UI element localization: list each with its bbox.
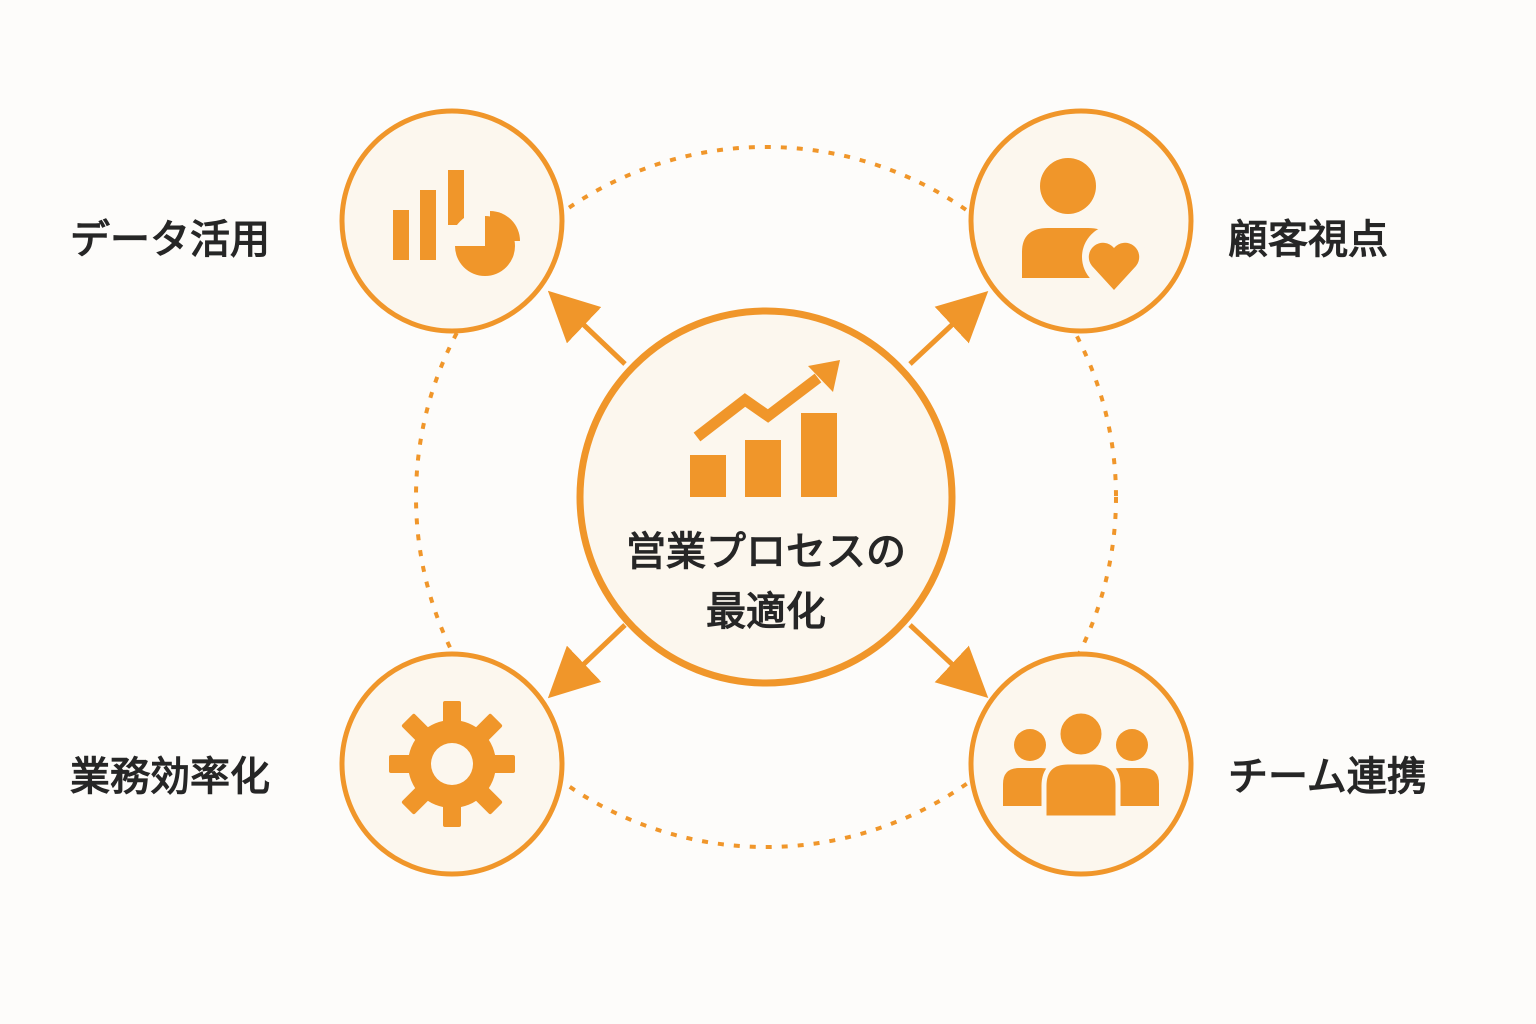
arrow-to-data-node <box>547 290 627 366</box>
arrow-to-efficiency-node <box>547 623 627 699</box>
node-operational-efficiency <box>339 651 565 877</box>
label-data-utilization: データ活用 <box>70 217 270 263</box>
label-operational-efficiency: 業務効率化 <box>70 754 270 800</box>
dotted-connector-ring <box>414 145 1118 849</box>
connector-arrows <box>547 290 989 699</box>
center-node <box>576 307 956 687</box>
arrow-to-customer-node <box>908 290 989 366</box>
arrow-to-team-node <box>908 623 989 699</box>
gear-teeth <box>389 701 515 827</box>
node-customer-perspective <box>968 108 1194 334</box>
team-icon <box>1003 708 1159 821</box>
label-team-collaboration: チーム連携 <box>1228 754 1427 800</box>
growth-chart-icon <box>690 360 840 497</box>
gear-icon <box>389 701 515 827</box>
node-data-utilization <box>339 108 565 334</box>
node-team-collaboration <box>968 651 1194 877</box>
customer-heart-icon <box>1022 158 1146 290</box>
center-title-line1: 営業プロセスの <box>626 529 906 575</box>
chart-icon <box>393 170 520 281</box>
center-title-line2: 最適化 <box>706 589 826 635</box>
label-customer-perspective: 顧客視点 <box>1228 217 1388 263</box>
